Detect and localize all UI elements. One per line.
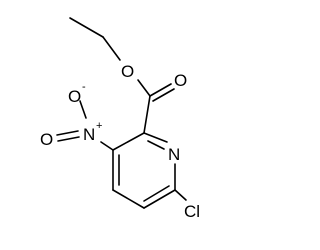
bond-nitro-n-o-double-b: [57, 136, 80, 142]
nitro-oxygen-negative-charge: -: [82, 81, 86, 93]
bond-c6-cl: [174, 189, 187, 201]
chemical-structure: O O O - N + O N Cl: [40, 17, 200, 221]
bond-ring-c4-c5: [112, 189, 145, 209]
bond-carbonyl-c-ring-c2: [143, 95, 151, 134]
atom-chlorine: Cl: [184, 202, 200, 221]
bond-ring-n1-c2-inner: [147, 140, 165, 150]
bond-ester-o-carbonyl-c: [137, 79, 151, 97]
bond-nitro-n-o-minus: [79, 100, 87, 119]
atom-ring-nitrogen: N: [168, 145, 180, 164]
bond-carbonyl-double-b: [152, 88, 175, 102]
atom-ester-oxygen: O: [121, 62, 134, 81]
bond-ring-c5-c6-inner: [143, 185, 170, 202]
bond-ring-c2-c3: [112, 132, 145, 151]
nitro-nitrogen-positive-charge: +: [96, 120, 102, 132]
bond-ethyl-ch2-o: [102, 36, 121, 61]
atom-nitro-oxygen: O: [40, 130, 53, 149]
bond-ring-c3-nitro-n: [100, 141, 114, 151]
bond-ethyl-ch3-ch2: [69, 17, 104, 38]
bond-ring-n1-c2: [143, 132, 168, 143]
atom-nitro-nitrogen: N: [83, 125, 95, 144]
bond-nitro-n-o-double-a: [56, 130, 79, 136]
atom-nitro-oxygen-minus: O: [68, 87, 81, 106]
atom-carbonyl-oxygen: O: [174, 71, 187, 90]
bond-ring-c5-c6: [143, 189, 176, 209]
bond-carbonyl-double-a: [149, 83, 172, 97]
